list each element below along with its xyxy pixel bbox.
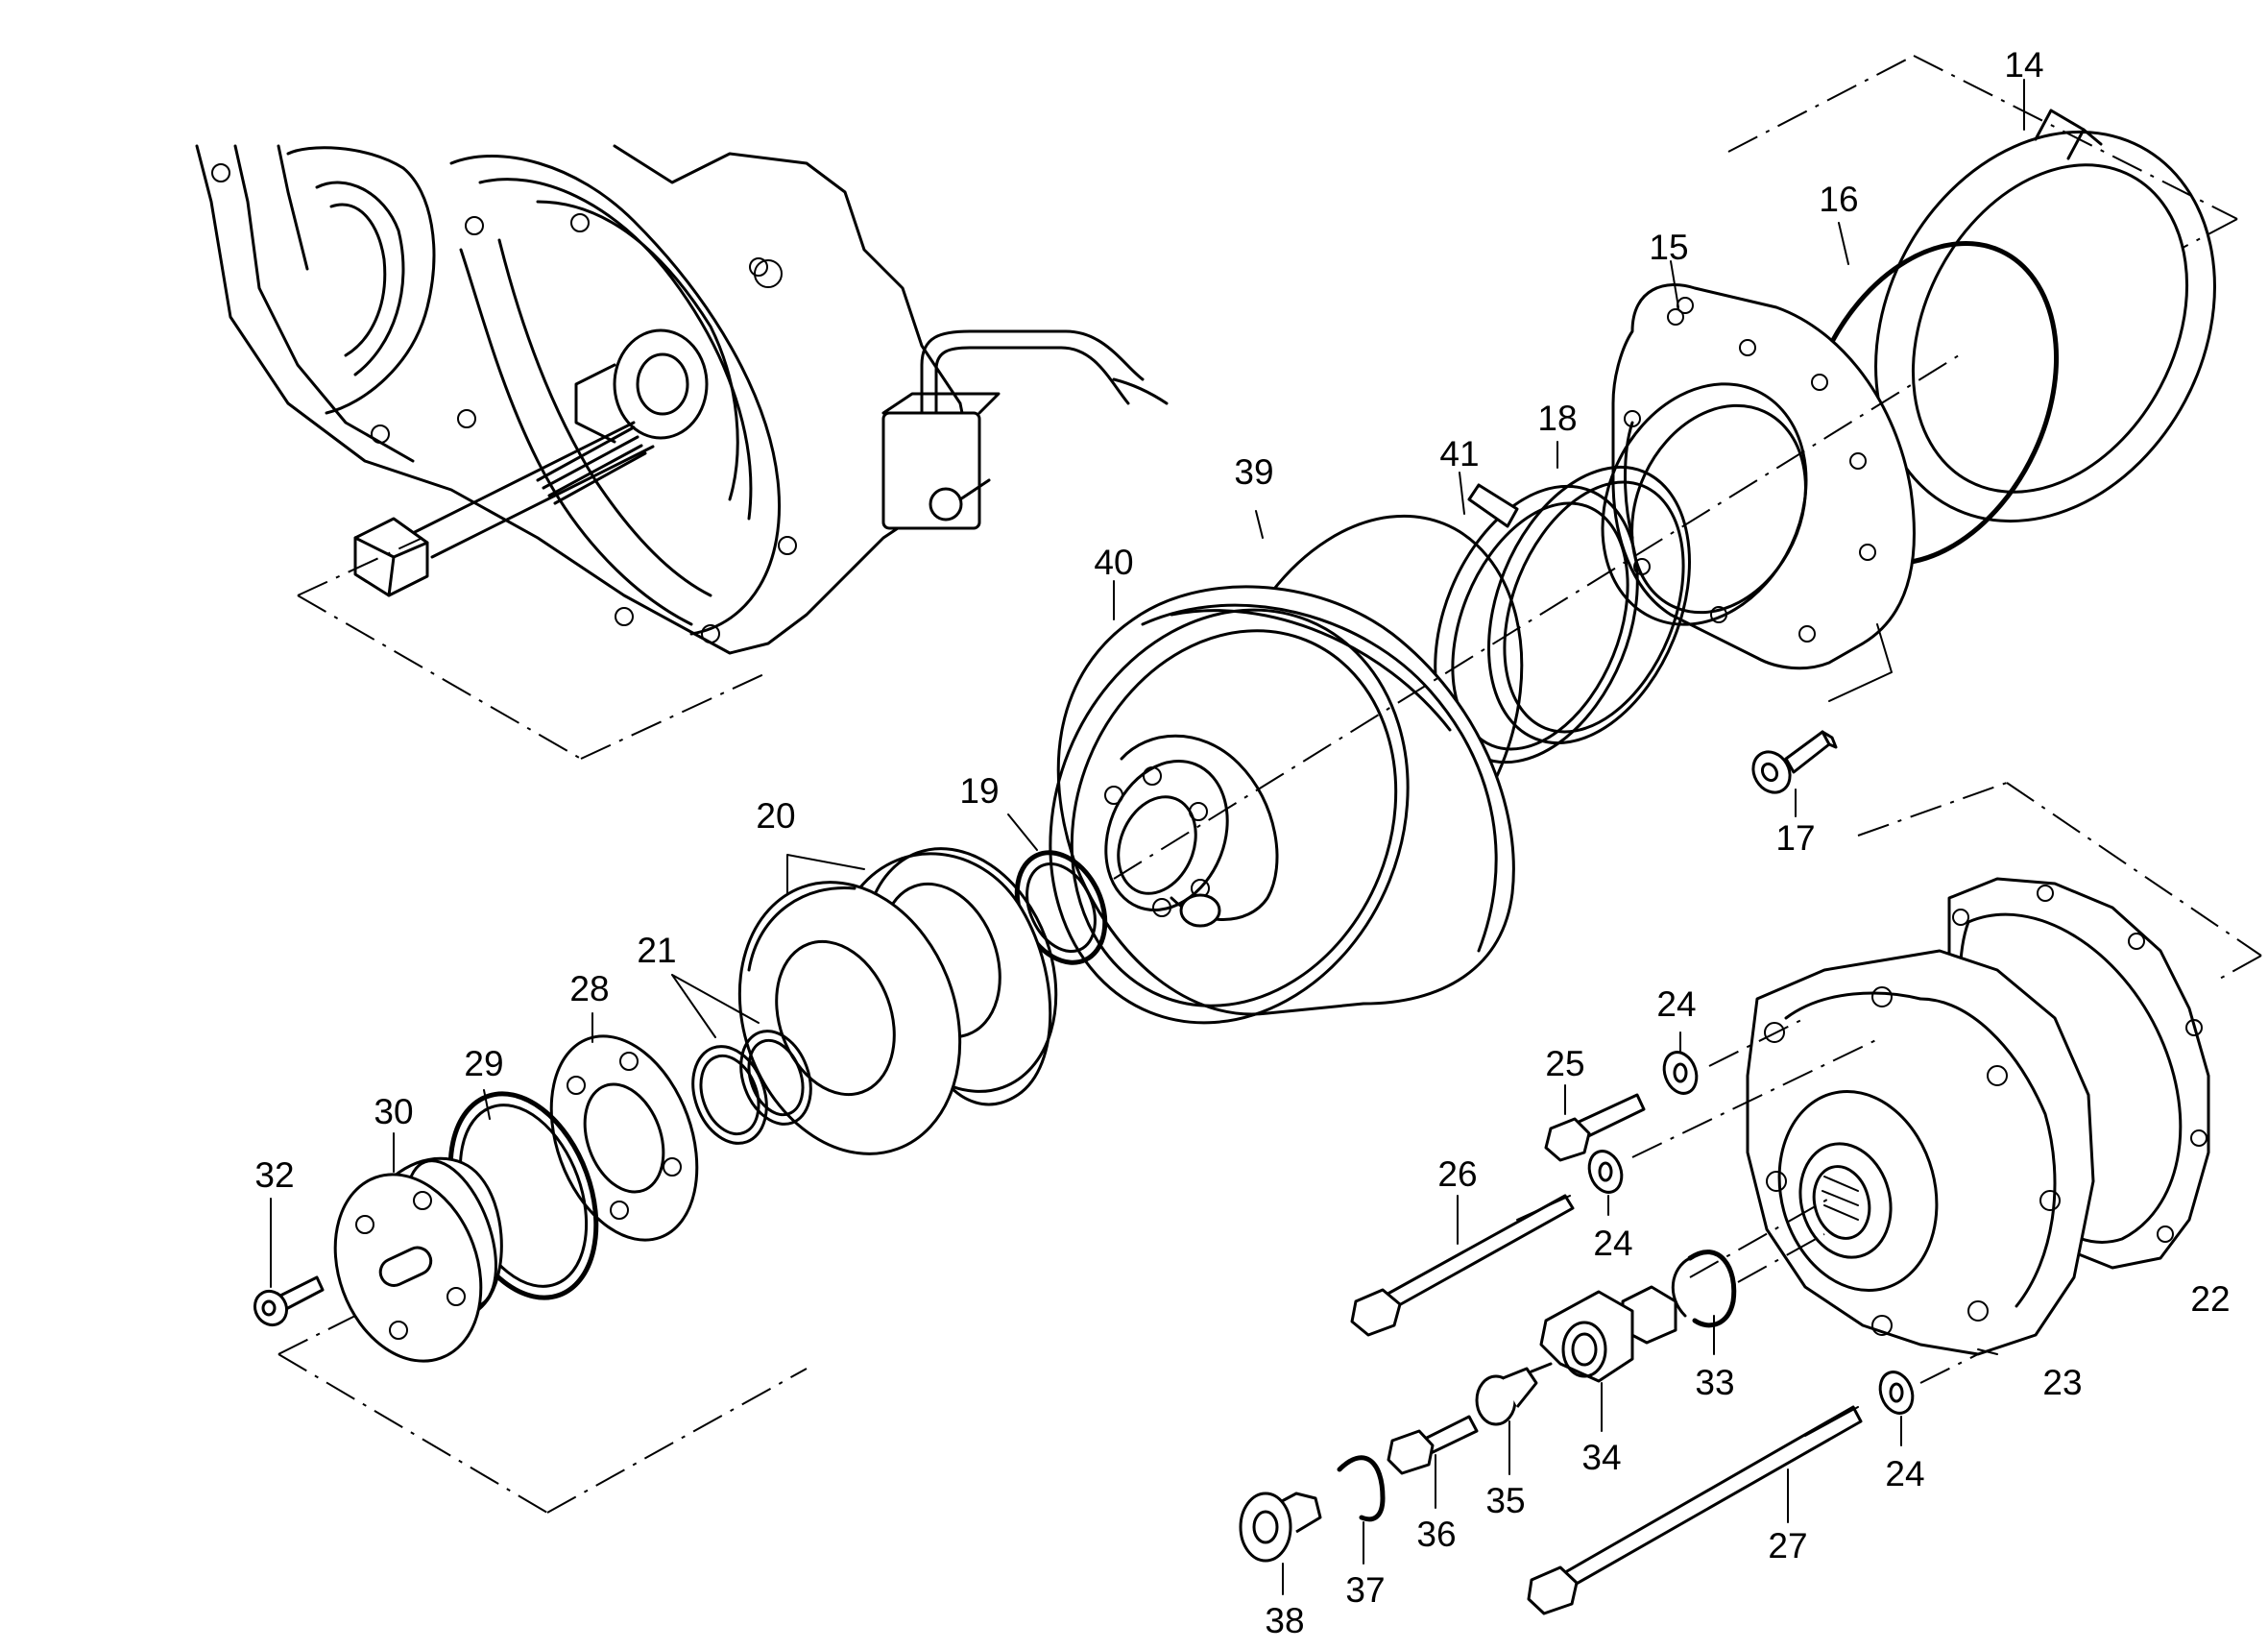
part-14-ring (1874, 109, 2216, 523)
part-40-drum (1049, 585, 1515, 1025)
callout-20: 20 (756, 796, 795, 836)
callout-25: 25 (1545, 1044, 1584, 1083)
part-34-fitting (1539, 1285, 1677, 1383)
part-21-ring-a-inner (747, 1038, 805, 1117)
part-32-screw (253, 1275, 325, 1327)
callout-36: 36 (1416, 1515, 1456, 1554)
part-37-circlip (1337, 1455, 1386, 1522)
leader-21 (671, 974, 760, 1038)
leader-41 (1459, 472, 1465, 515)
part-18-ring (1487, 465, 1691, 745)
part-21-ring-b (691, 1045, 768, 1145)
callout-24c: 24 (1885, 1454, 1924, 1493)
part-24-washer-b (1587, 1150, 1624, 1194)
lower-axis-line (1689, 1195, 1835, 1278)
washer-a-dashline (1708, 1017, 1806, 1067)
part-33-circlip-gap (1671, 1256, 1692, 1318)
bracket-dashline-right-3 (2217, 955, 2262, 981)
callout-16: 16 (1819, 180, 1858, 219)
callout-41: 41 (1439, 434, 1479, 473)
callout-38: 38 (1265, 1601, 1304, 1640)
callout-34: 34 (1581, 1438, 1621, 1477)
part-33-circlip (1687, 1250, 1737, 1328)
part-19-o-ring-inner (1025, 861, 1097, 954)
washer-b-dashline (1631, 1036, 1883, 1158)
callout-35: 35 (1485, 1481, 1525, 1520)
leader-15 (1670, 260, 1679, 308)
part-27-long-bolt (1527, 1405, 1863, 1615)
callout-33: 33 (1695, 1363, 1734, 1402)
part-26-long-bolt (1350, 1194, 1575, 1337)
callout-21: 21 (637, 931, 676, 970)
part-25-bolt (1544, 1093, 1646, 1162)
callout-39: 39 (1234, 452, 1273, 492)
callout-24a: 24 (1656, 984, 1696, 1024)
callout-23: 23 (2042, 1363, 2082, 1402)
part-17-screw (1751, 730, 1838, 794)
callout-27: 27 (1768, 1526, 1807, 1565)
part-36-bolt (1387, 1415, 1479, 1475)
callout-32: 32 (254, 1155, 294, 1195)
part-18-ring-inner (1503, 480, 1685, 734)
callout-30: 30 (374, 1092, 413, 1131)
housing-dashline-2 (297, 594, 582, 760)
part-38-plug (1239, 1492, 1322, 1563)
part-15-flange (1601, 283, 1916, 670)
bracket-dashline-top-2 (1913, 55, 2238, 220)
housing-dashline-1 (297, 537, 423, 596)
callout-18: 18 (1537, 399, 1577, 438)
leader-19 (1007, 813, 1038, 851)
part-24-washer-a (1662, 1051, 1699, 1095)
leader-16 (1838, 222, 1849, 265)
callout-15: 15 (1649, 228, 1688, 267)
part-21-ring-a (739, 1030, 812, 1126)
piston-dashline-2 (277, 1353, 548, 1514)
callout-26: 26 (1437, 1154, 1477, 1194)
callout-40: 40 (1094, 543, 1133, 582)
bracket-dashline-top-3 (2182, 218, 2238, 249)
part-30-piston (333, 1156, 503, 1363)
piston-dashline-1 (277, 1315, 356, 1355)
transmission-housing (195, 144, 1169, 655)
callout-17: 17 (1775, 818, 1815, 858)
piston-dashline-3 (546, 1368, 808, 1514)
bracket-dashline-top-1 (1727, 55, 1915, 153)
leader-29 (483, 1089, 491, 1120)
callout-37: 37 (1345, 1570, 1385, 1610)
part-28-plate (549, 1034, 699, 1242)
part-35-valve (1475, 1362, 1553, 1426)
leader-39 (1255, 510, 1264, 539)
bracket-dashline-right-2 (2006, 782, 2262, 957)
callout-24b: 24 (1593, 1224, 1632, 1263)
callout-28: 28 (569, 969, 609, 1008)
part-24-washer-c (1878, 1371, 1915, 1415)
callout-19: 19 (959, 771, 999, 811)
housing-stud-bolt (353, 421, 655, 597)
callout-14: 14 (2004, 45, 2043, 85)
bracket-dashline-right-1 (1857, 782, 2008, 837)
callout-22: 22 (2190, 1279, 2230, 1319)
washer-c-dashline (1919, 1353, 1979, 1384)
housing-dashline-3 (580, 671, 769, 760)
leader-17b (1828, 623, 1893, 702)
leader-20 (786, 854, 865, 894)
leader-23 (1977, 1348, 1998, 1355)
circlip-dashline (1737, 1233, 1825, 1283)
part-23-pump-cover (1746, 949, 2095, 1356)
callout-29: 29 (464, 1044, 503, 1083)
part-21-ring-b-inner (699, 1054, 760, 1136)
